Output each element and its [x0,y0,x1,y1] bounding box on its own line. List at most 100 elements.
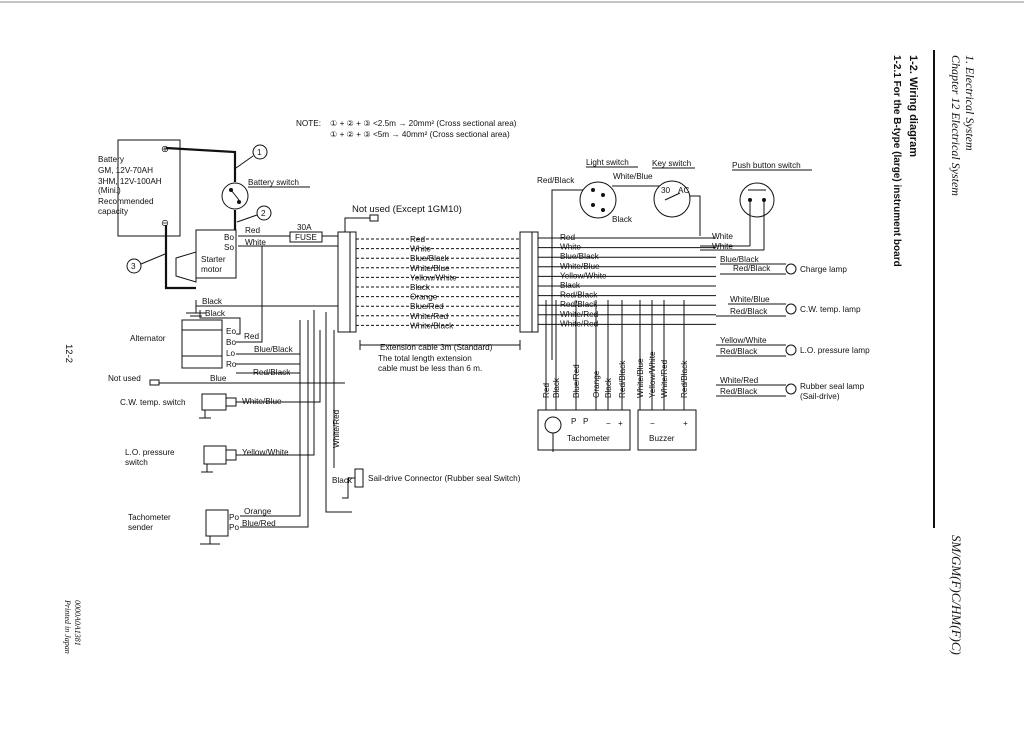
light-switch-label: Light switch [586,158,629,167]
sail-drive-connector [354,468,364,488]
note-line-2: ① + ② + ③ <5m → 40mm² (Cross sectional a… [330,130,510,139]
svg-text:Bo: Bo [226,338,236,347]
model-header: SM/GM(F)C/HM(F)C) [949,535,964,655]
battery-cable-plus [165,146,237,182]
section-title: 1. Electrical System [963,55,977,151]
diagram-title: 1-2. Wiring diagram [907,55,919,157]
harness-wire-label: White [410,245,431,254]
sail-drive-label: Sail-drive Connector (Rubber seal Switch… [368,474,521,483]
gauge-wire-label: White/Blue [636,358,645,398]
battery-cable-minus [164,225,196,290]
svg-text:3: 3 [131,262,136,271]
harness-left-connector [337,231,357,333]
svg-text:Black: Black [332,476,353,485]
cw-temp-switch-icon [201,393,227,411]
svg-text:2: 2 [261,209,266,218]
chapter-title: Chapter 12 Electrical System [949,55,963,196]
buzzer-label: Buzzer [649,434,675,443]
key-switch-label: Key switch [652,159,692,168]
svg-text:Red/Black: Red/Black [253,368,291,377]
svg-text:Red/Black: Red/Black [537,176,575,185]
printed-note: Printed in Japan 0000A0A1381 [63,599,82,654]
buzzer-box [637,409,697,451]
key-switch-icon [653,180,691,218]
alternator-label: Alternator [130,334,166,343]
cw-temp-switch-label: C.W. temp. switch [120,398,186,407]
svg-text:White/Blue: White/Blue [730,295,770,304]
svg-text:Black: Black [202,297,223,306]
svg-text:Red: Red [245,226,260,235]
harness-wire-label: White/Red [410,312,449,321]
printed-in-japan: Printed in Japan [63,599,72,654]
lo-pressure-label-2: switch [125,458,148,467]
gauge-wire-label: Orange [592,370,601,398]
svg-text:White/Blue: White/Blue [242,397,282,406]
panel-wire-label: White/Blue [560,262,600,271]
battery-minus-icon: ⊖ [161,218,169,229]
push-button-label: Push button switch [732,161,801,170]
diagram-subheading: 1-2.1 For the B-type (large) instrument … [891,55,902,267]
diagram-subtitle: 1-2.1 For the B-type (large) instrument … [891,55,902,267]
svg-text:3HM, 12V-100AH: 3HM, 12V-100AH [98,177,162,186]
charge-lamp-icon [785,263,797,275]
lo-pressure-label-1: L.O. pressure [125,448,175,457]
harness-wires: RedWhiteBlue/BlackWhite/BlueYellow/White… [356,235,520,330]
lo-pressure-switch-icon [203,445,227,465]
svg-text:Red/Black: Red/Black [730,307,768,316]
gauge-wire-label: Red/Black [618,360,627,398]
svg-text:Blue/Red: Blue/Red [242,519,276,528]
terminal-bo: Bo [224,233,234,242]
svg-text:Blue/Black: Blue/Black [254,345,294,354]
panel-wire-label: White/Red [560,319,599,328]
svg-text:White/Red: White/Red [332,409,341,448]
svg-text:AC: AC [678,186,689,195]
harness-wire-label: Blue/Black [410,254,450,263]
svg-text:White/Red: White/Red [720,376,759,385]
svg-text:+: + [683,419,688,428]
fuse-rating: 30A [297,223,312,232]
starter-label-1: Starter [201,255,226,264]
tachometer-icon [544,416,562,434]
gauge-wire-label: Red [542,383,551,398]
page-number: 12-2 [63,344,74,363]
battery-switch-icon [221,182,249,210]
svg-text:30: 30 [661,186,671,195]
harness-wire-label: Orange [410,293,438,302]
harness-wire-label: Red [410,235,425,244]
note-line-1: ① + ② + ③ <2.5m → 20mm² (Cross sectional… [330,119,517,128]
rubber-seal-lamp-label: Rubber seal lamp [800,382,865,391]
gauge-wire-label: Blue/Red [572,364,581,398]
svg-text:(Sail-drive): (Sail-drive) [800,392,840,401]
tacho-sender-label-2: sender [128,523,153,532]
tachometer-label: Tachometer [567,434,610,443]
gauge-wire-label: Black [604,377,613,398]
battery-switch-label: Battery switch [248,178,299,187]
svg-text:Red/Black: Red/Black [733,264,771,273]
panel-wires: RedWhiteBlue/BlackWhite/BlueYellow/White… [538,233,716,328]
gauge-wire-label: White/Red [660,359,669,398]
svg-text:P: P [583,417,589,426]
svg-text:−: − [650,419,655,428]
svg-text:Blue: Blue [210,374,227,383]
gauge-wire-label: Yellow/White [648,351,657,398]
marker-3 [126,258,142,274]
chapter-header: Chapter 12 Electrical System 1. Electric… [949,55,977,196]
svg-text:Yellow/White: Yellow/White [720,336,767,345]
not-used-connector [149,379,160,386]
svg-text:+: + [618,419,623,428]
battery-plus-icon: ⊕ [161,144,169,155]
panel-wire-label: White [560,243,581,252]
marker-2 [256,205,272,221]
svg-text:capacity: capacity [98,207,129,216]
panel-wire-label: Red/Black [560,300,598,309]
unused-connector [369,214,379,222]
svg-text:Eo: Eo [226,327,236,336]
document-code: 0000A0A1381 [73,600,82,646]
battery-label: Battery [98,155,125,164]
svg-text:GM, 12V-70AH: GM, 12V-70AH [98,166,153,175]
svg-text:White: White [245,238,266,247]
battery-box [117,139,181,237]
svg-text:−: − [606,419,611,428]
